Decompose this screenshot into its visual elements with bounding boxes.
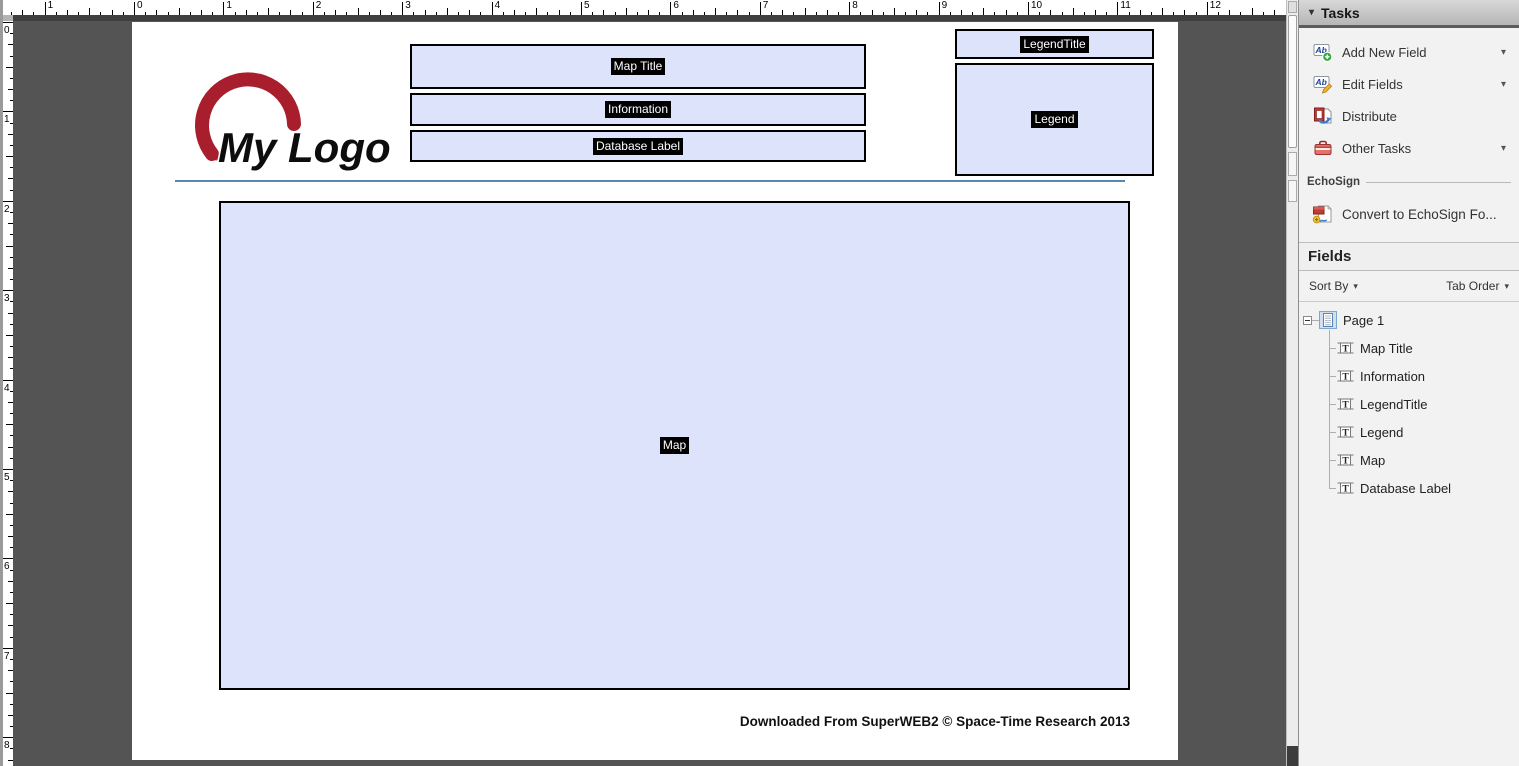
scrollbar-bottom	[1287, 746, 1299, 766]
task-label: Add New Field	[1342, 44, 1427, 60]
text-field-icon: T	[1337, 397, 1354, 411]
field-label: Map	[659, 437, 690, 454]
tasks-panel-title: Tasks	[1321, 4, 1360, 21]
echosign-section-label: EchoSign	[1307, 176, 1361, 188]
task-label: Other Tasks	[1342, 140, 1412, 156]
convert-label: Convert to EchoSign Fo...	[1342, 206, 1497, 222]
tree-item-list: T Map Title T Information T LegendTitle …	[1299, 334, 1519, 502]
field-database-label[interactable]: Database Label	[410, 130, 866, 162]
tree-item-field[interactable]: T Map	[1299, 446, 1519, 474]
svg-text:Ab: Ab	[1315, 45, 1327, 55]
tree-item-field[interactable]: T Map Title	[1299, 334, 1519, 362]
scrollbar-top-button[interactable]	[1288, 1, 1297, 13]
tree-item-label: Legend	[1360, 424, 1404, 440]
tree-item-label: Map Title	[1360, 340, 1413, 356]
dropdown-caret-icon[interactable]: ▾	[1500, 46, 1506, 58]
tree-item-label: Map	[1360, 452, 1386, 468]
field-label: Information	[604, 101, 672, 118]
field-map-title[interactable]: Map Title	[410, 44, 866, 89]
echosign-section: EchoSign	[1307, 175, 1511, 189]
tasks-panel-header[interactable]: ▾ Tasks	[1299, 0, 1519, 28]
dropdown-caret-icon[interactable]: ▾	[1504, 280, 1509, 291]
task-item[interactable]: Ab Add New Field ▾	[1299, 36, 1519, 68]
tree-item-field[interactable]: T LegendTitle	[1299, 390, 1519, 418]
page-footer-text: Downloaded From SuperWEB2 © Space-Time R…	[739, 714, 1130, 729]
scrollbar-button[interactable]	[1288, 152, 1297, 176]
fields-panel-title: Fields	[1308, 248, 1352, 265]
field-label: LegendTitle	[1020, 35, 1089, 53]
task-list: Ab Add New Field ▾ Ab Edit Fields ▾ Dist…	[1299, 36, 1519, 164]
document-scrollbar[interactable]	[1286, 0, 1299, 766]
task-icon	[1313, 106, 1333, 126]
tree-item-label: Database Label	[1360, 480, 1452, 496]
logo-text: My Logo	[218, 124, 391, 171]
tree-item-label: Information	[1360, 368, 1426, 384]
task-icon: Ab	[1313, 74, 1333, 94]
header-divider-line	[175, 180, 1125, 182]
field-label: Database Label	[592, 137, 684, 155]
task-label: Distribute	[1342, 108, 1397, 124]
tree-item-field[interactable]: T Information	[1299, 362, 1519, 390]
document-canvas: My Logo Map Title Information Database L…	[13, 21, 1286, 766]
task-item[interactable]: Distribute ▾	[1299, 100, 1519, 132]
tree-item-field[interactable]: T Legend	[1299, 418, 1519, 446]
field-information[interactable]: Information	[410, 93, 866, 126]
tree-item-field[interactable]: T Database Label	[1299, 474, 1519, 502]
field-label: Legend	[1031, 111, 1078, 128]
tree-root-page[interactable]: Page 1	[1299, 306, 1519, 334]
page-icon	[1319, 311, 1337, 329]
field-legend-title[interactable]: LegendTitle	[955, 29, 1154, 59]
tree-root-label: Page 1	[1343, 312, 1385, 328]
field-map[interactable]: Map	[219, 201, 1130, 690]
dropdown-caret-icon[interactable]: ▾	[1353, 280, 1358, 291]
collapse-triangle-icon: ▾	[1309, 7, 1315, 18]
svg-text:T: T	[1342, 485, 1349, 495]
echosign-icon	[1312, 203, 1334, 225]
dropdown-caret-icon[interactable]: ▾	[1500, 78, 1506, 90]
convert-to-echosign-button[interactable]: Convert to EchoSign Fo...	[1299, 196, 1519, 232]
section-rule	[1366, 181, 1511, 183]
fields-sort-bar: Sort By ▾ Tab Order ▾	[1299, 271, 1519, 302]
task-item[interactable]: Ab Edit Fields ▾	[1299, 68, 1519, 100]
scrollbar-thumb[interactable]	[1288, 15, 1297, 148]
text-field-icon: T	[1337, 341, 1354, 355]
text-field-icon: T	[1337, 425, 1354, 439]
pdf-page[interactable]: My Logo Map Title Information Database L…	[132, 22, 1178, 760]
fields-panel-header[interactable]: Fields	[1299, 242, 1519, 271]
window-edge	[0, 0, 3, 766]
scrollbar-button[interactable]	[1288, 180, 1297, 202]
svg-text:T: T	[1342, 345, 1349, 355]
task-label: Edit Fields	[1342, 76, 1403, 92]
tree-connector	[1329, 330, 1330, 488]
text-field-icon: T	[1337, 481, 1354, 495]
field-label: Map Title	[610, 58, 666, 75]
tree-item-label: LegendTitle	[1360, 396, 1428, 412]
right-sidebar: ▾ Tasks Ab Add New Field ▾ Ab Edit Field…	[1298, 0, 1519, 766]
svg-text:Ab: Ab	[1315, 77, 1327, 87]
logo: My Logo	[176, 62, 416, 182]
dropdown-caret-icon[interactable]: ▾	[1500, 142, 1506, 154]
task-icon: Ab	[1313, 42, 1333, 62]
svg-text:T: T	[1342, 401, 1349, 411]
collapse-minus-icon[interactable]	[1303, 315, 1312, 325]
svg-text:T: T	[1342, 373, 1349, 383]
fields-tree: Page 1 T Map Title T Information T Legen…	[1299, 306, 1519, 502]
svg-text:T: T	[1342, 429, 1349, 439]
text-field-icon: T	[1337, 369, 1354, 383]
ruler-corner	[3, 15, 13, 21]
tree-connector	[1312, 319, 1319, 321]
field-legend[interactable]: Legend	[955, 63, 1154, 176]
text-field-icon: T	[1337, 453, 1354, 467]
svg-text:T: T	[1342, 457, 1349, 467]
ruler-shadow	[13, 15, 1286, 21]
task-item[interactable]: Other Tasks ▾	[1299, 132, 1519, 164]
tab-order-dropdown[interactable]: Tab Order	[1446, 279, 1500, 293]
sort-by-dropdown[interactable]: Sort By	[1309, 279, 1349, 293]
task-icon	[1313, 138, 1333, 158]
logo-graphic: My Logo	[195, 72, 392, 173]
